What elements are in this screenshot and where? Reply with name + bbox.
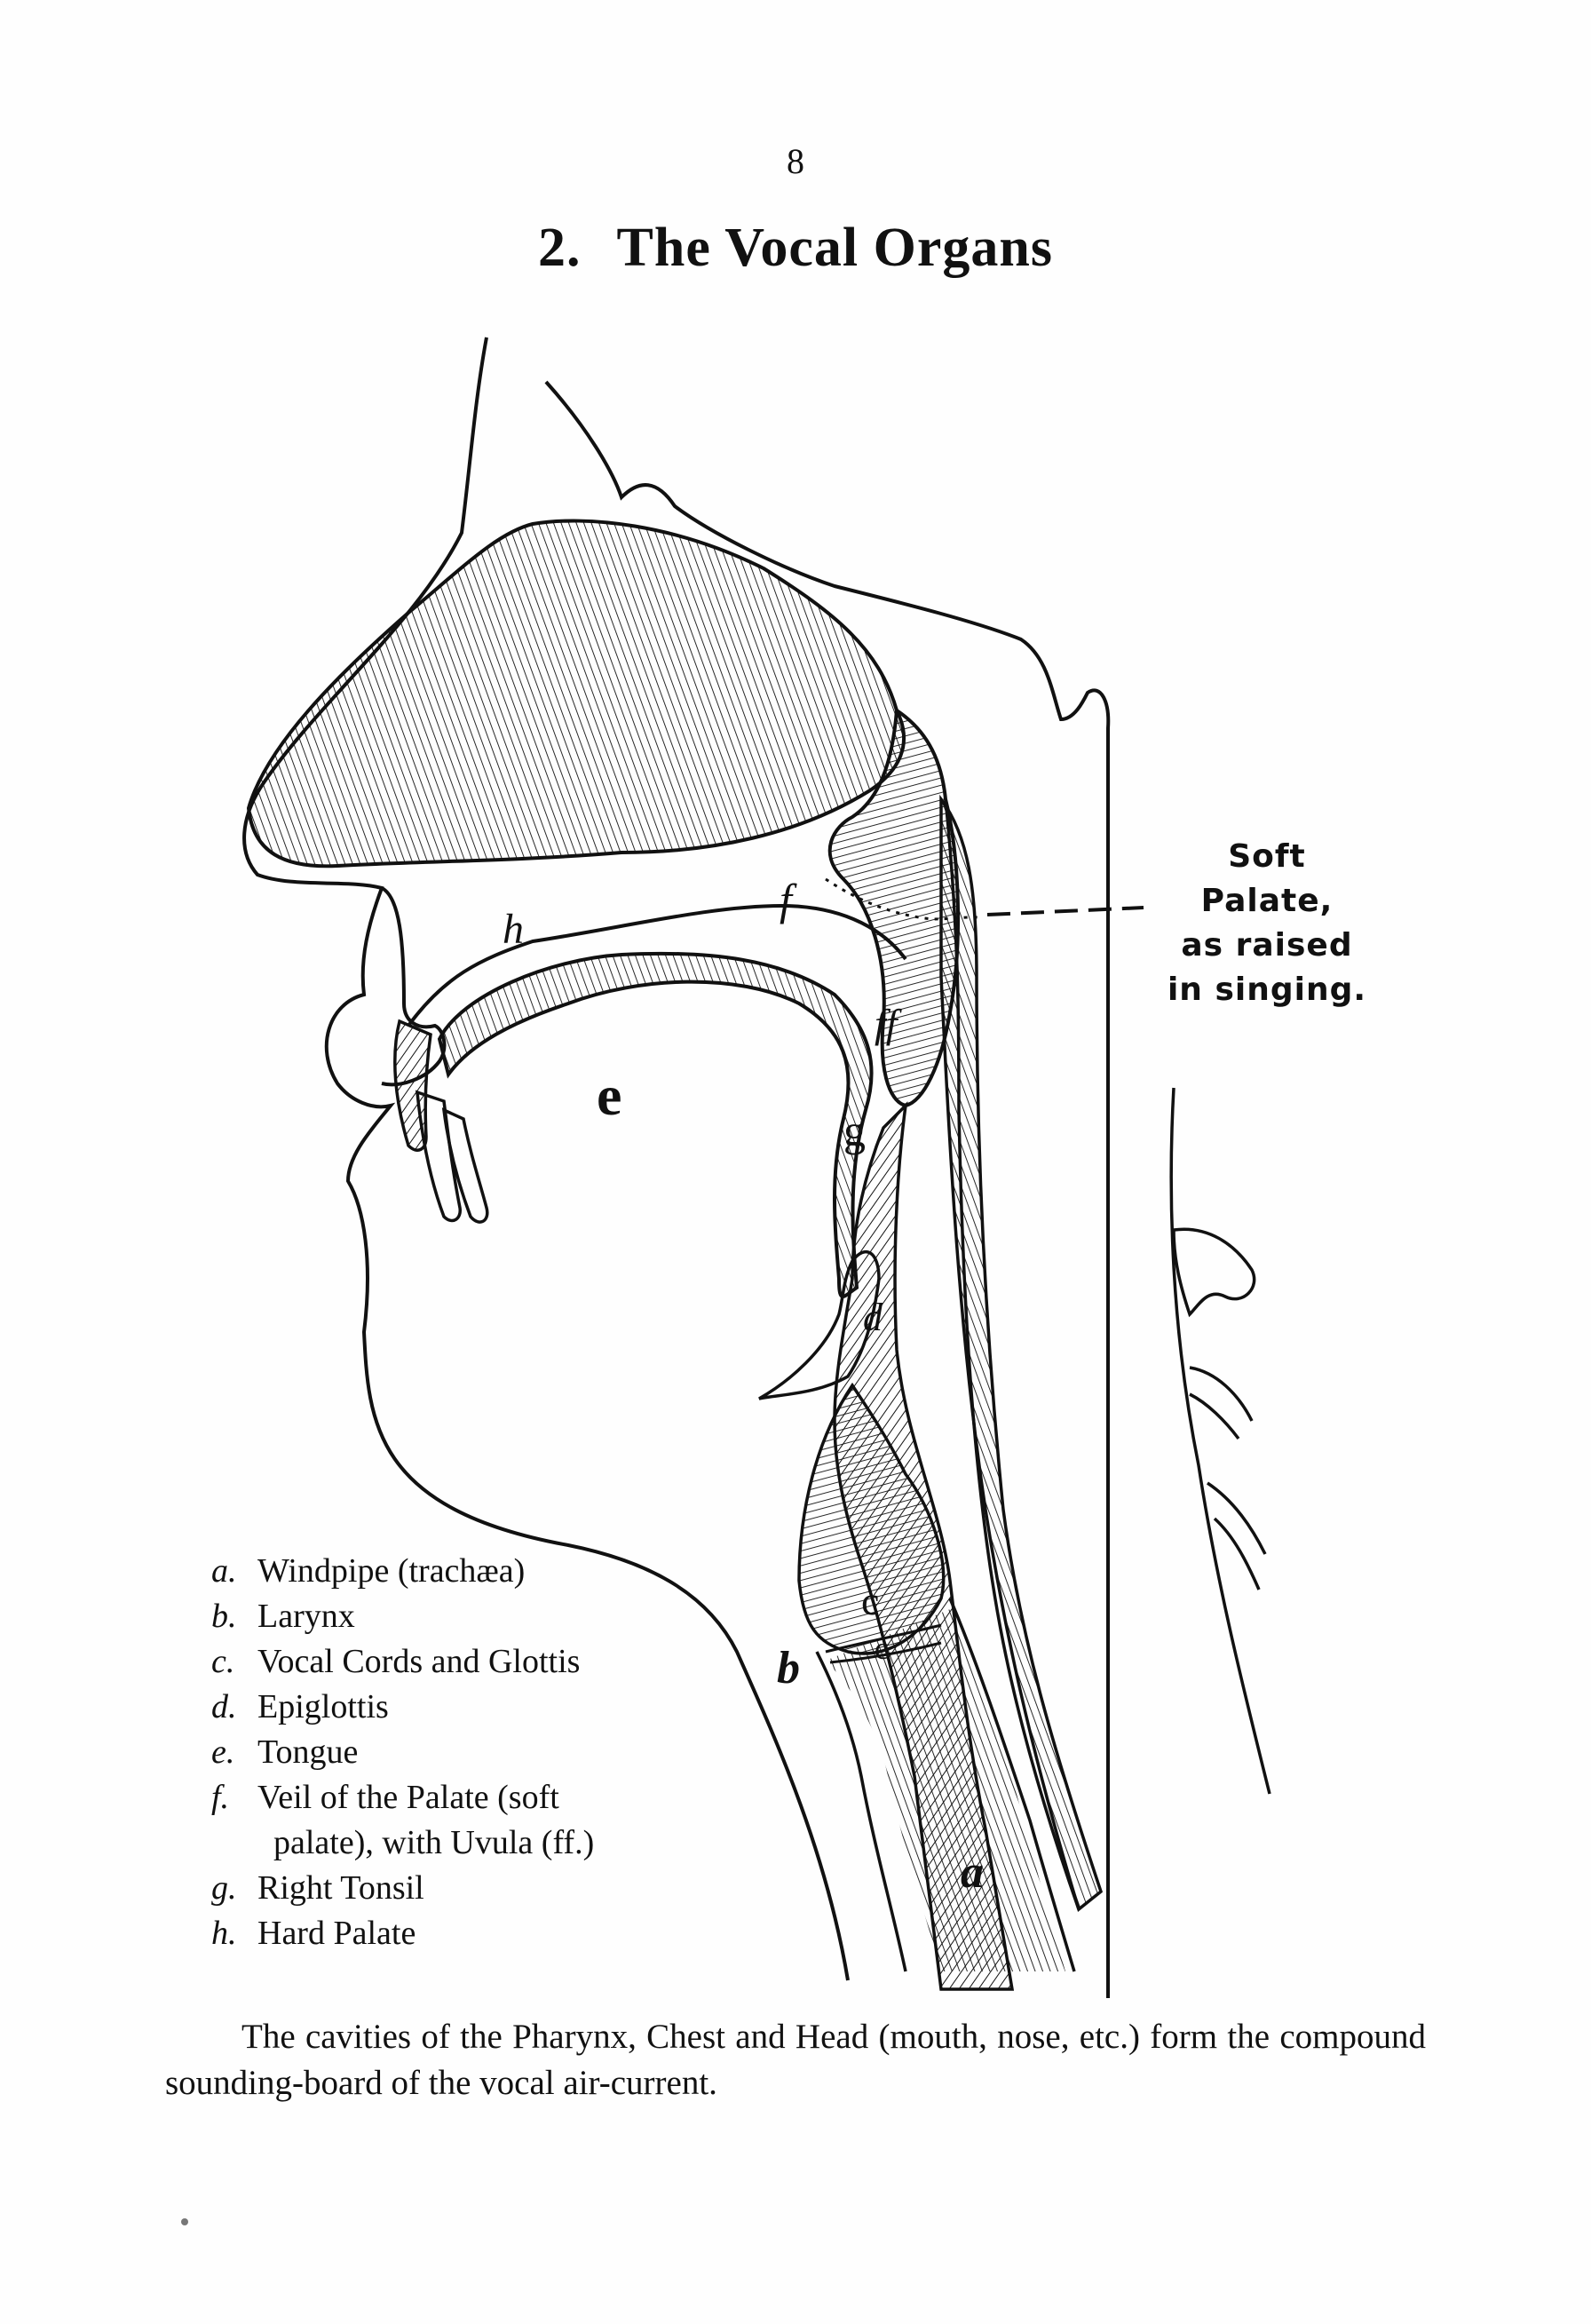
page-number: 8 (787, 141, 804, 181)
pharynx-wall (939, 794, 1104, 1912)
legend-text: Veil of the Palate (soft (257, 1779, 559, 1816)
legend-key: c. (211, 1643, 235, 1680)
label-a: a (961, 1847, 984, 1898)
legend-item: g. Right Tonsil (211, 1866, 673, 1911)
legend-item: h. Hard Palate (211, 1911, 673, 1956)
print-speck (181, 2218, 188, 2225)
label-f: f (780, 875, 797, 924)
legend-key: h. (211, 1915, 237, 1952)
legend-text: Epiglottis (257, 1688, 389, 1725)
legend-key: g. (211, 1869, 237, 1907)
legend-key: d. (211, 1688, 237, 1725)
page-title: 2. The Vocal Organs (0, 217, 1591, 280)
callout-leader-line (986, 906, 1144, 916)
legend-key: e. (211, 1733, 235, 1771)
legend-item: b. Larynx (211, 1594, 673, 1639)
legend-item: a. Windpipe (trachæa) (211, 1549, 673, 1594)
spine-curve (1169, 1087, 1271, 1795)
legend-text: Windpipe (trachæa) (257, 1552, 526, 1590)
back-of-pharynx (944, 798, 1080, 1910)
section-title: The Vocal Organs (616, 218, 1053, 278)
vertebrae (1172, 1227, 1267, 1590)
legend-key: b. (211, 1598, 237, 1635)
legend-text: Larynx (257, 1598, 355, 1635)
legend-key: a. (211, 1552, 237, 1590)
figure-legend: a. Windpipe (trachæa) b. Larynx c. Vocal Co… (211, 1549, 673, 1956)
teeth (393, 1019, 489, 1224)
callout-line-1: Soft Palate, (1200, 838, 1334, 919)
callout-line-2: as raised (1181, 927, 1353, 964)
legend-item: e. Tongue (211, 1730, 673, 1775)
soft-palate-callout: Soft Palate, as raised in singing. (1165, 835, 1369, 1012)
legend-item: f. Veil of the Palate (soft palate), with … (211, 1775, 673, 1866)
larynx (797, 1382, 946, 1655)
label-e: e (597, 1064, 621, 1127)
label-c-upper: c (861, 1578, 879, 1623)
label-b: b (777, 1643, 800, 1693)
vocal-cords (825, 1623, 942, 1664)
nasal-top-outline (544, 380, 1111, 1998)
label-g: g (843, 1106, 866, 1155)
label-d: d (863, 1296, 883, 1339)
legend-text: Vocal Cords and Glottis (257, 1643, 581, 1680)
legend-item: d. Epiglottis (211, 1685, 673, 1730)
label-c-lower: c (875, 1630, 889, 1666)
legend-text-continued: palate), with Uvula (ff.) (273, 1824, 595, 1861)
callout-line-3: in singing. (1167, 972, 1367, 1008)
section-number: 2. (538, 218, 582, 278)
legend-text: Tongue (257, 1733, 359, 1771)
legend-text: Hard Palate (257, 1915, 416, 1952)
figure-caption: The cavities of the Pharynx, Chest and H… (165, 2018, 1426, 2102)
legend-item: c. Vocal Cords and Glottis (211, 1639, 673, 1685)
trachea-hatch (826, 1607, 1065, 1971)
label-h: h (503, 906, 524, 953)
hard-palate (407, 903, 907, 1027)
tongue (437, 951, 874, 1298)
legend-key: f. (211, 1779, 230, 1816)
nasal-cavity (246, 519, 906, 869)
epiglottis (758, 1249, 881, 1400)
legend-text: Right Tonsil (257, 1869, 424, 1907)
